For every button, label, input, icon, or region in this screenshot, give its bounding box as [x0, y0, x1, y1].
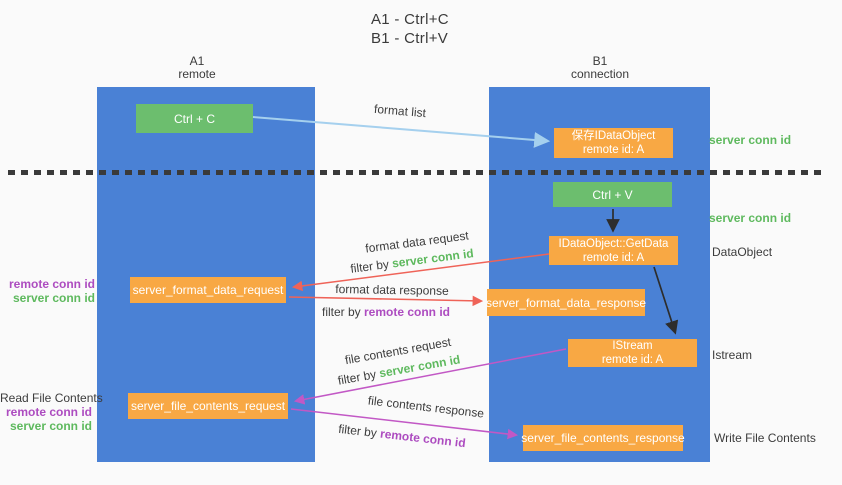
lane-header-a1: A1 remote [178, 55, 215, 81]
lane-b1-name: B1 [592, 54, 608, 68]
node-ctrl-c: Ctrl + C [136, 104, 253, 133]
filter-by-text: filter by [337, 421, 381, 441]
node-istream-line1: IStream [612, 340, 653, 352]
node-server-format-data-request: server_format_data_request [130, 277, 286, 303]
edge-label-format-list: format list [373, 101, 427, 121]
remote-conn-id-key: remote conn id [379, 426, 467, 451]
label-server-conn-id-top: server conn id [709, 133, 792, 147]
edge-label-format-data-response-filter: filter by remote conn id [322, 305, 450, 319]
label-istream: Istream [712, 348, 753, 362]
remote-conn-id-key: remote conn id [364, 305, 451, 319]
lane-a1-subtitle: remote [178, 67, 216, 81]
label-server-conn-id-left-1: server conn id [12, 291, 95, 305]
node-save-idataobject: 保存IDataObject remote id: A [554, 128, 673, 158]
node-istream-line2: remote id: A [601, 354, 664, 366]
lane-header-b1: B1 connection [571, 55, 629, 81]
filter-by-text: filter by [321, 305, 364, 319]
node-server-format-data-response: server_format_data_response [486, 289, 646, 316]
label-remote-conn-id-left-2: remote conn id [5, 405, 92, 419]
node-server-file-contents-request: server_file_contents_request [128, 393, 288, 419]
label-group-format-conn-ids: remote conn id server conn id [8, 277, 95, 305]
edge-label-file-contents-response: file contents response [367, 393, 485, 421]
node-server-file-contents-response: server_file_contents_response [521, 425, 685, 451]
title-line-2: B1 - Ctrl+V [371, 30, 449, 47]
node-save-idataobject-line1: 保存IDataObject [571, 130, 656, 142]
edge-label-format-data-response: format data response [335, 282, 449, 298]
edge-format-data-response-arrow [288, 295, 484, 307]
node-idataobject-getdata: IDataObject::GetData remote id: A [549, 236, 678, 265]
lane-a1-name: A1 [189, 54, 205, 68]
lane-b1-subtitle: connection [570, 67, 630, 81]
dotted-separator-line [8, 170, 824, 175]
node-istream: IStream remote id: A [568, 339, 697, 367]
label-group-file-conn-ids: Read File Contents remote conn id server… [0, 391, 103, 433]
node-getdata-line2: remote id: A [582, 251, 645, 264]
node-save-idataobject-line2: remote id: A [582, 144, 645, 156]
label-write-file-contents: Write File Contents [714, 431, 816, 445]
edge-label-file-contents-response-filter: filter by remote conn id [338, 422, 467, 450]
filter-by-text: filter by [336, 366, 381, 388]
label-read-file-contents: Read File Contents [0, 391, 103, 405]
label-dataobject: DataObject [712, 245, 773, 259]
title-line-1: A1 - Ctrl+C [371, 11, 449, 28]
filter-by-text: filter by [349, 256, 394, 276]
label-server-conn-id-mid: server conn id [709, 211, 792, 225]
diagram-title: A1 - Ctrl+C B1 - Ctrl+V [371, 10, 449, 48]
label-server-conn-id-left-2: server conn id [9, 419, 92, 433]
node-getdata-line1: IDataObject::GetData [558, 237, 669, 250]
node-ctrl-v: Ctrl + V [553, 182, 672, 207]
label-remote-conn-id-left-1: remote conn id [8, 277, 95, 291]
